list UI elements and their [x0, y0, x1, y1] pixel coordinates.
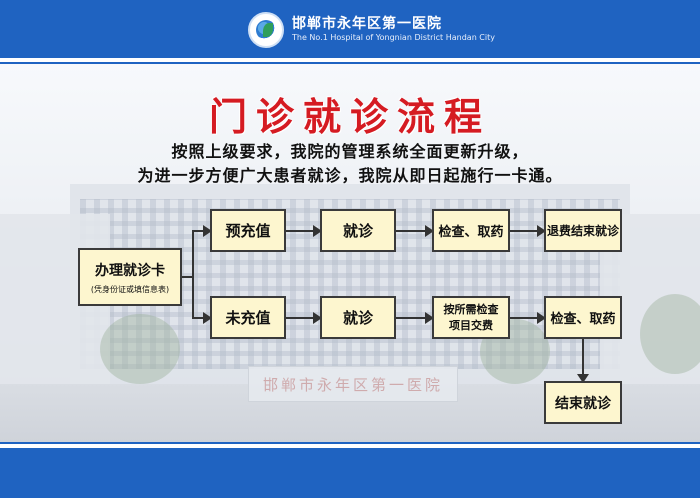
- flow-start-label: 办理就诊卡: [95, 262, 165, 279]
- arrow: [192, 225, 212, 237]
- flow-box-bottom-4: 检查、取药: [544, 296, 622, 339]
- flow-box-bottom-2: 就诊: [320, 296, 396, 339]
- arrow: [286, 312, 322, 324]
- hospital-name-cn: 邯郸市永年区第一医院: [292, 16, 442, 32]
- arrow: [396, 225, 434, 237]
- hospital-name-en: The No.1 Hospital of Yongnian District H…: [292, 33, 495, 42]
- background-sign: 邯郸市永年区第一医院: [248, 366, 458, 402]
- footer-bar: [0, 448, 700, 498]
- flow-box-top-1: 预充值: [210, 209, 286, 252]
- flow-end-box: 结束就诊: [544, 381, 622, 424]
- page-title: 门诊就诊流程: [208, 94, 491, 139]
- header-bar: [0, 0, 700, 58]
- flow-box-top-3: 检查、取药: [432, 209, 510, 252]
- flow-start-note: (凭身份证或填信息表): [90, 284, 170, 294]
- arrow: [192, 312, 212, 324]
- arrow: [510, 225, 546, 237]
- flow-box-bottom-1: 未充值: [210, 296, 286, 339]
- arrow: [396, 312, 434, 324]
- subtitle-line-1: 按照上级要求，我院的管理系统全面更新升级，: [171, 142, 529, 161]
- hospital-logo-icon: [248, 12, 284, 48]
- arrow: [510, 312, 546, 324]
- arrow: [286, 225, 322, 237]
- flow-box-bottom-3: 按所需检查 项目交费: [432, 296, 510, 339]
- subtitle-line-2: 为进一步方便广大患者就诊，我院从即日起施行一卡通。: [137, 166, 563, 185]
- flow-box-top-4: 退费结束就诊: [544, 209, 622, 252]
- flow-start-box: 办理就诊卡 (凭身份证或填信息表): [78, 248, 182, 306]
- arrow: [577, 339, 589, 383]
- flow-box-top-2: 就诊: [320, 209, 396, 252]
